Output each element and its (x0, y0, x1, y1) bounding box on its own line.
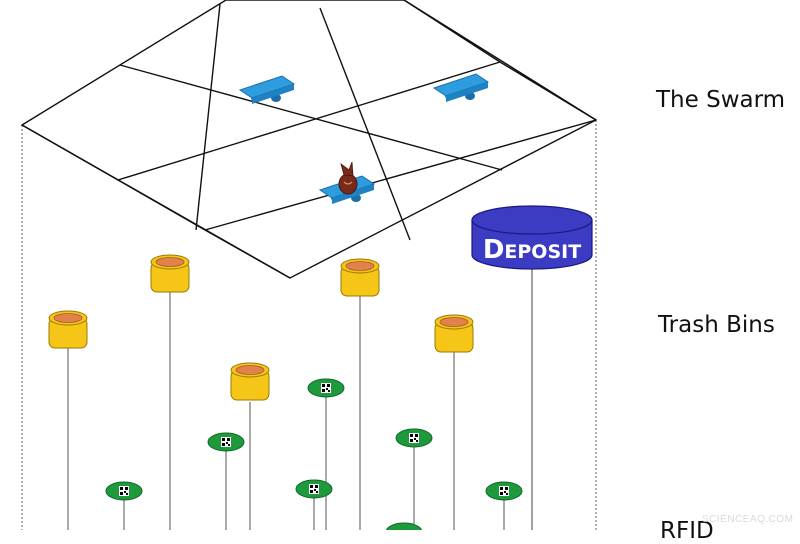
rfid-tag-icon (105, 481, 143, 501)
dotted-connectors (21, 120, 597, 530)
watermark: SCIENCEAQ.COM (702, 514, 794, 525)
trash-bin-icon (434, 314, 474, 353)
grid-line-8 (499, 61, 597, 121)
trash-bin-icon (340, 258, 380, 297)
rfid-tag-icon (485, 481, 523, 501)
trash-bin-icon (230, 362, 270, 401)
grid-line-10 (204, 229, 291, 279)
label-trash-bins: Trash Bins (658, 312, 775, 338)
deposit-label: DEPOSIT (483, 235, 581, 265)
rfid-tag-icon (207, 432, 245, 452)
swarm-architecture-diagram: DEPOSIT The Swarm Trash Bins RFID SCIENC… (20, 0, 794, 544)
rfid-tag-icon (385, 522, 423, 542)
grid-line-1 (119, 64, 503, 171)
grid-line-4 (21, 124, 119, 181)
grid-line-6 (204, 119, 597, 231)
grid-line-2 (195, 3, 221, 231)
label-the-swarm: The Swarm (656, 87, 786, 113)
diagram-canvas: DEPOSIT (20, 0, 598, 542)
grid-line-5 (117, 61, 501, 181)
trash-bag-icon (338, 161, 358, 195)
rfid-tag-icon (395, 428, 433, 448)
rfid-tag-icon (307, 378, 345, 398)
grid-line-9 (117, 179, 206, 231)
rfid-tag-icon (295, 479, 333, 499)
grid-line-7 (403, 0, 501, 63)
trash-bin-icon (150, 254, 190, 293)
swarm-grid (20, 0, 598, 279)
deposit-station: DEPOSIT (471, 205, 593, 530)
bin-connectors (67, 292, 505, 530)
robot-icon (433, 73, 489, 103)
trash-bin-icon (48, 310, 88, 349)
grid-line-3 (319, 7, 411, 241)
